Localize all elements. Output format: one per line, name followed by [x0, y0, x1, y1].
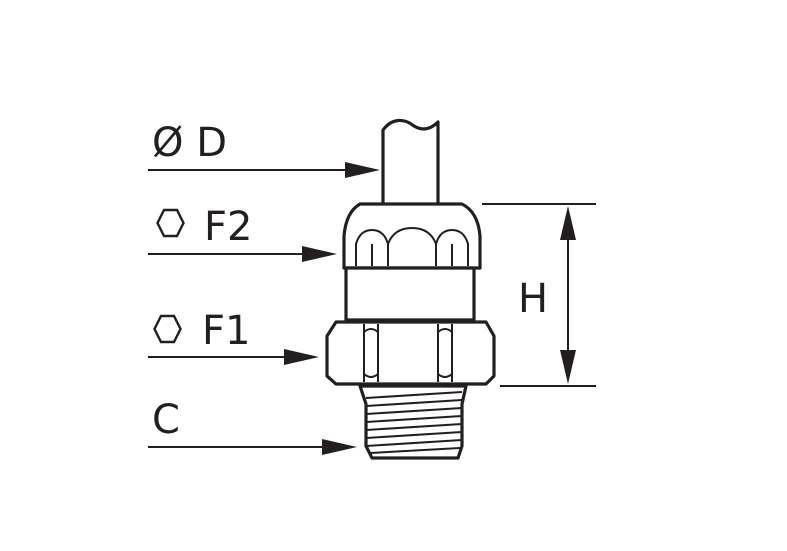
tube [381, 118, 440, 207]
dimension-height [482, 203, 596, 387]
leader-thread [148, 439, 357, 455]
label-diameter: Ø D [152, 120, 227, 166]
leader-hex-f2 [148, 246, 337, 262]
label-hex-f1: F1 [202, 308, 250, 354]
collar [344, 266, 476, 322]
lower-hex-f1 [325, 320, 496, 386]
hexagon-icon [153, 314, 182, 344]
label-hex-f2: F2 [204, 204, 252, 250]
upper-nut-f2 [342, 202, 482, 270]
label-height: H [518, 276, 548, 322]
leader-hex-f1 [148, 349, 319, 365]
hexagon-icon [156, 208, 185, 238]
fitting-body [325, 118, 496, 460]
label-thread: C [152, 397, 180, 443]
thread [358, 384, 468, 460]
leader-diameter [148, 162, 380, 178]
